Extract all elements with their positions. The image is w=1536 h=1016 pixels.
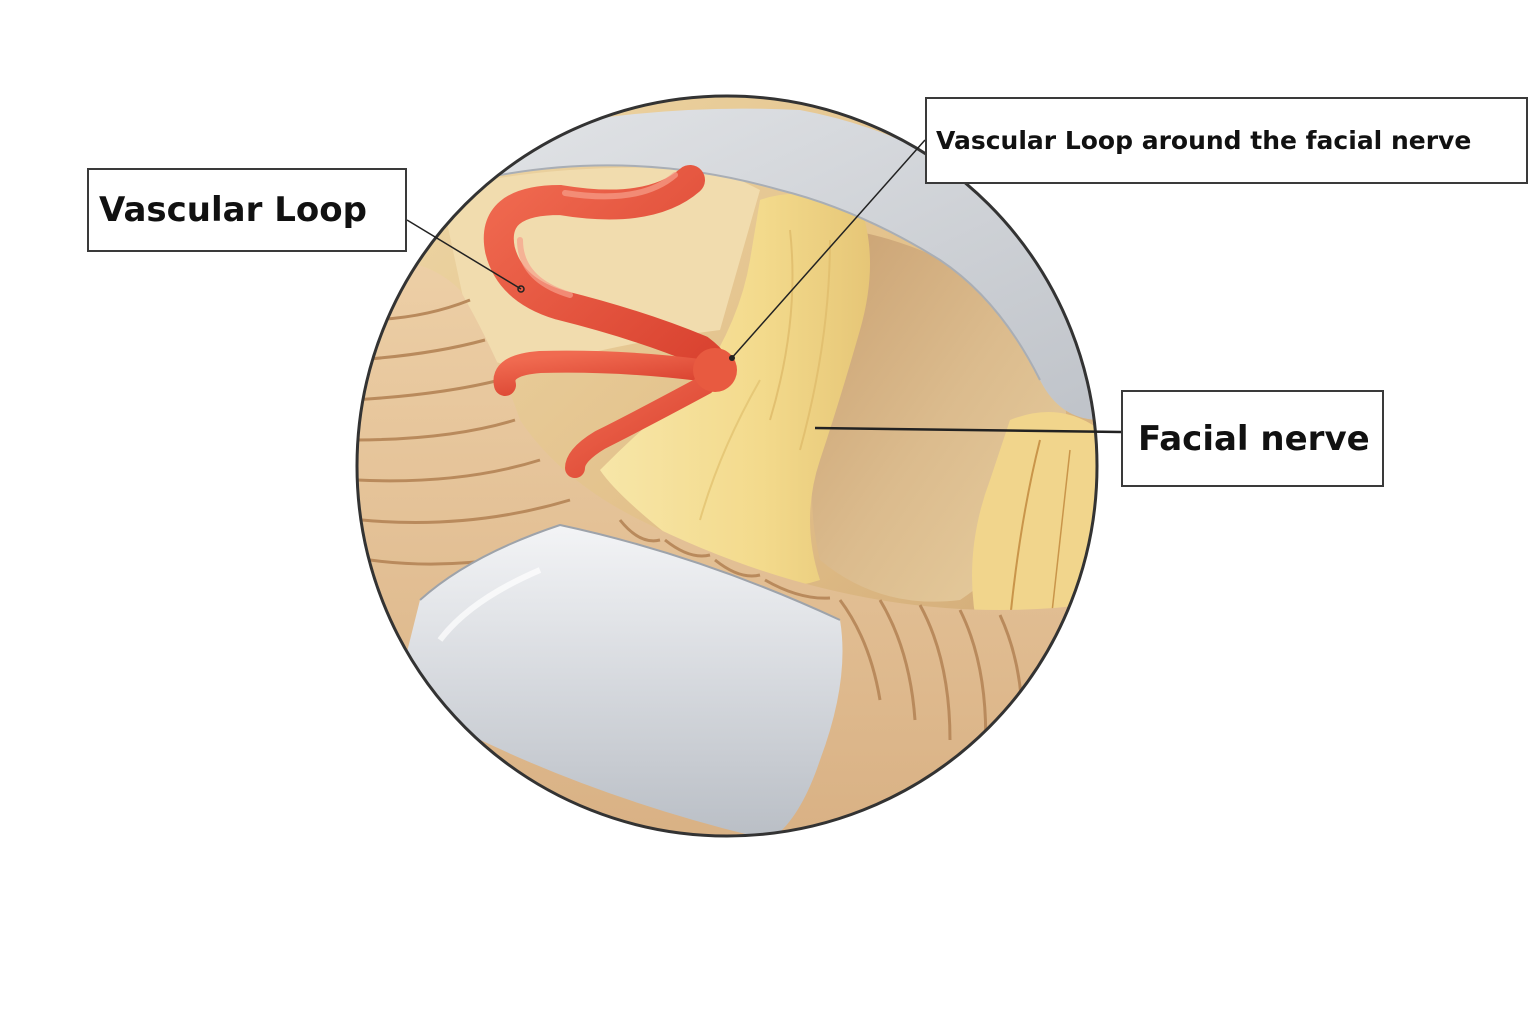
label-loop-around-nerve-text: Vascular Loop around the facial nerve	[936, 126, 1472, 155]
top-retractor	[420, 108, 1097, 420]
bottom-retractor	[405, 525, 843, 836]
leader-dot-vascular-loop	[517, 285, 525, 293]
facial-nerve-shape	[600, 193, 870, 587]
nerve-fiber-line-3	[699, 379, 761, 521]
bottom-retractor-highlight	[437, 567, 542, 642]
bottom-retractor-edge	[419, 523, 841, 621]
label-vascular-loop-text: Vascular Loop	[99, 190, 367, 230]
top-retractor-edge	[499, 164, 1041, 381]
leader-line-facial-nerve	[814, 426, 1122, 434]
vessel-junction	[693, 348, 737, 392]
vascular-loop-artery	[483, 165, 731, 478]
leader-dot-loop-around-nerve	[729, 355, 735, 361]
microscope-view-border	[355, 94, 1099, 838]
label-facial-nerve-text: Facial nerve	[1138, 418, 1370, 459]
leader-line-loop-around-nerve	[729, 139, 926, 361]
right-nerve-vessel-line	[1009, 439, 1041, 621]
label-loop-around-nerve: Vascular Loop around the facial nerve	[925, 97, 1528, 184]
leader-line-vascular-loop	[406, 219, 522, 290]
label-vascular-loop: Vascular Loop	[87, 168, 407, 252]
surgical-field	[357, 96, 1097, 836]
nerve-fiber-line-1	[769, 229, 794, 421]
label-facial-nerve: Facial nerve	[1121, 390, 1384, 487]
nerve-fiber-line-2	[799, 239, 831, 451]
